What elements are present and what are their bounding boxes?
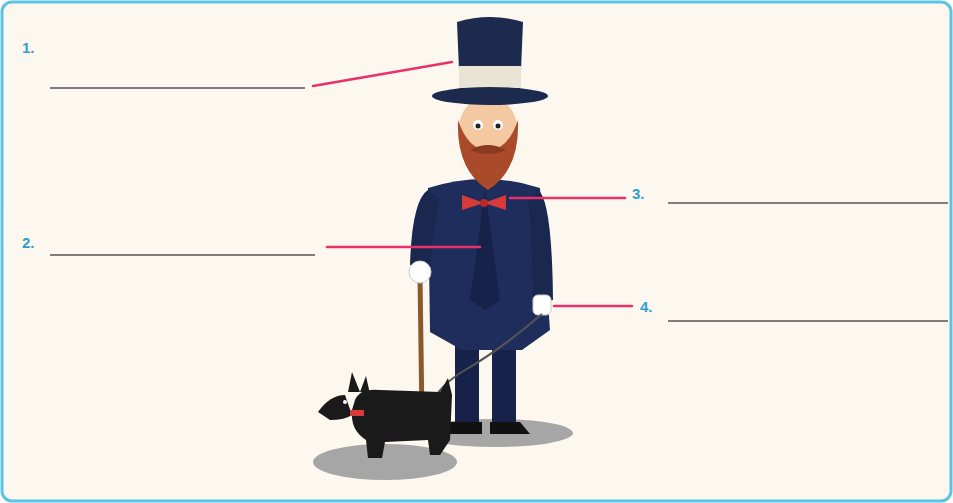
callout-number: 1. [22,38,35,58]
callout-number: 3. [632,184,645,204]
callout-number: 2. [22,233,35,253]
scottie-dog [318,372,452,458]
gentleman [409,17,553,434]
leader-lines [313,62,632,306]
callout-number: 4. [640,297,653,317]
